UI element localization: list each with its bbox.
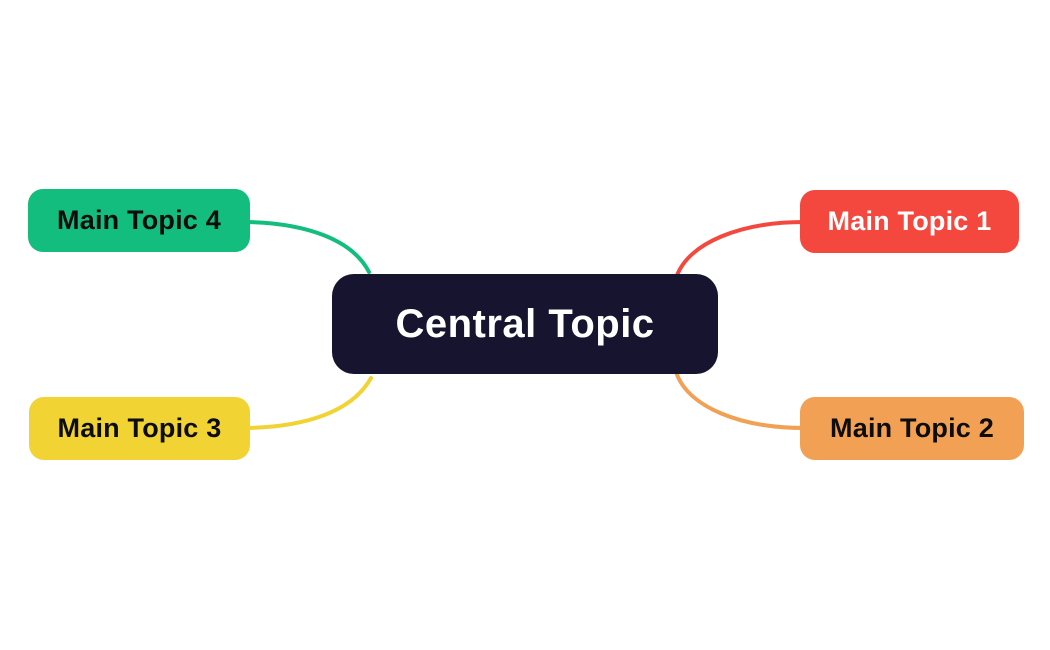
central-topic-node[interactable]: Central Topic [332,274,718,374]
connector-main-topic-4 [244,220,371,274]
main-topic-4-node[interactable]: Main Topic 4 [28,189,250,252]
connector-main-topic-1 [674,220,806,280]
main-topic-3-node[interactable]: Main Topic 3 [29,397,250,460]
connector-main-topic-3 [244,376,373,430]
main-topic-3-label: Main Topic 3 [57,413,222,443]
main-topic-1-label: Main Topic 1 [827,206,992,236]
main-topic-4-label: Main Topic 4 [57,205,221,235]
main-topic-2-label: Main Topic 2 [830,413,994,443]
central-topic-label: Central Topic [395,301,655,346]
connector-main-topic-2 [674,370,806,430]
main-topic-1-node[interactable]: Main Topic 1 [800,190,1019,253]
main-topic-2-node[interactable]: Main Topic 2 [800,397,1024,460]
